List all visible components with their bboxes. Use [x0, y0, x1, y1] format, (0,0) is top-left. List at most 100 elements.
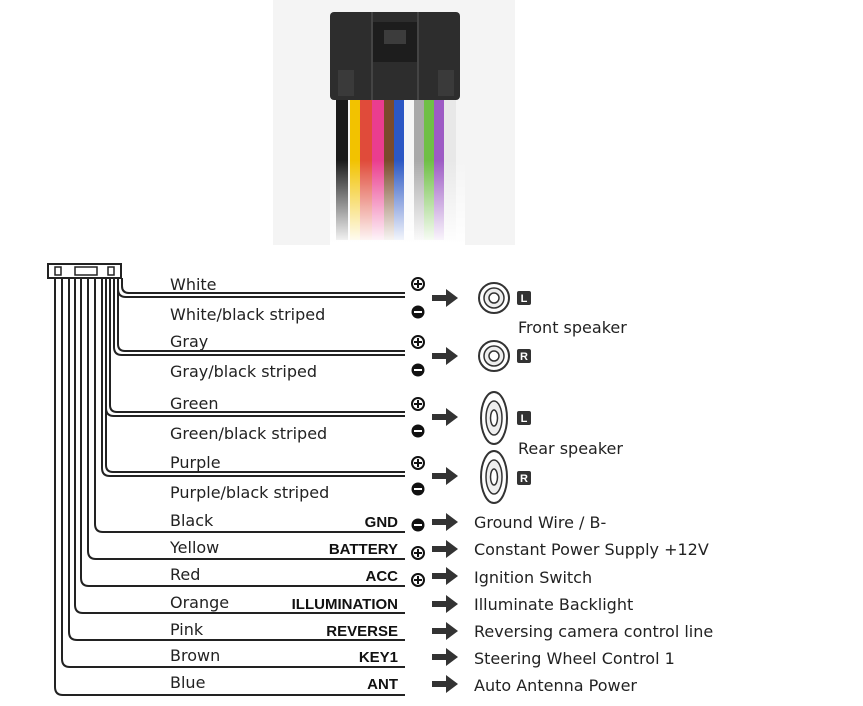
wire-line — [80, 278, 405, 587]
wire-label: White/black striped — [170, 305, 325, 324]
wire-code: KEY1 — [359, 649, 398, 666]
wire-line — [113, 278, 405, 356]
wire-lines — [54, 278, 405, 696]
plus-icon — [411, 573, 425, 587]
plus-icon — [411, 335, 425, 349]
wire-line — [68, 278, 405, 641]
plus-icon — [411, 546, 425, 560]
function-row-key1: Brown KEY1 Steering Wheel Control 1 — [170, 646, 675, 668]
speaker-badge-label: L — [521, 293, 528, 305]
speaker-badge — [517, 471, 531, 485]
plus-icon — [411, 277, 425, 291]
rear-speaker-label: Rear speaker — [518, 439, 623, 458]
function-row-reverse: Pink REVERSE Reversing camera control li… — [170, 620, 713, 641]
speaker-icon — [480, 450, 508, 504]
function-row-acc: Red ACC Ignition Switch — [170, 565, 592, 587]
wire-line — [87, 278, 405, 560]
speaker-badge — [517, 411, 531, 425]
wire-line — [109, 278, 405, 413]
arrow-right-icon — [432, 408, 458, 426]
wire-label: Purple/black striped — [170, 483, 329, 502]
wire-label: Pink — [170, 620, 204, 639]
wire-label: Purple — [170, 453, 221, 472]
connector-plug — [330, 12, 460, 100]
wire-label: Red — [170, 565, 200, 584]
minus-icon — [411, 518, 425, 532]
front-speaker-label: Front speaker — [518, 318, 627, 337]
wire-line — [101, 278, 405, 477]
wire-code: ACC — [366, 568, 399, 585]
speaker-arrows — [432, 289, 458, 485]
speaker-badge-label: R — [520, 351, 528, 363]
wire-code: REVERSE — [326, 623, 398, 640]
speaker-icon — [480, 391, 508, 445]
wire-code: ANT — [367, 676, 398, 693]
arrow-right-icon — [432, 289, 458, 307]
speaker-polarity-marks — [411, 277, 425, 496]
wire-line — [105, 278, 405, 417]
function-row-battery: Yellow BATTERY Constant Power Supply +12… — [169, 538, 709, 560]
wire-label: White — [170, 275, 217, 294]
speaker-wire-labels: White White/black striped Gray Gray/blac… — [170, 275, 329, 502]
rear-left-speaker: L — [480, 391, 531, 445]
wire-line — [105, 278, 405, 473]
arrow-right-icon — [432, 648, 458, 666]
wire-label: Green/black striped — [170, 424, 327, 443]
wire-line — [54, 278, 405, 696]
function-description: Reversing camera control line — [474, 622, 713, 641]
arrow-right-icon — [432, 513, 458, 531]
wire-line — [121, 278, 405, 294]
function-description: Illuminate Backlight — [474, 595, 633, 614]
speaker-badge-label: R — [520, 473, 528, 485]
speaker-badge — [517, 291, 531, 305]
function-row-ant: Blue ANT Auto Antenna Power — [170, 673, 637, 695]
function-wire-rows: Black GND Ground Wire / B- Yellow BATTER… — [169, 511, 713, 695]
wire-line — [94, 278, 405, 533]
wire-code: GND — [365, 514, 399, 531]
wire-label: Blue — [170, 673, 205, 692]
minus-icon — [411, 424, 425, 438]
function-description: Ignition Switch — [474, 568, 592, 587]
function-description: Constant Power Supply +12V — [474, 540, 709, 559]
wire-label: Gray/black striped — [170, 362, 317, 381]
speaker-badge — [517, 349, 531, 363]
arrow-right-icon — [432, 467, 458, 485]
speaker-badge-label: L — [521, 413, 528, 425]
rear-right-speaker: R — [480, 450, 531, 504]
connector-schematic — [47, 263, 122, 279]
arrow-right-icon — [432, 622, 458, 640]
wire-label: Orange — [170, 593, 229, 612]
connector-photo — [273, 0, 515, 245]
arrow-right-icon — [432, 347, 458, 365]
wire-line — [61, 278, 405, 668]
wire-line — [117, 278, 405, 298]
function-row-illumination: Orange ILLUMINATION Illuminate Backlight — [170, 593, 633, 614]
arrow-right-icon — [432, 675, 458, 693]
wire-line — [74, 278, 405, 614]
front-left-speaker: L — [478, 282, 531, 314]
plus-icon — [411, 397, 425, 411]
speaker-icon — [478, 282, 510, 314]
function-row-gnd: Black GND Ground Wire / B- — [170, 511, 606, 532]
function-description: Steering Wheel Control 1 — [474, 649, 675, 668]
wire-label: Green — [170, 394, 218, 413]
minus-icon — [411, 305, 425, 319]
minus-icon — [411, 363, 425, 377]
wire-bundle — [330, 95, 465, 245]
wire-label: Yellow — [169, 538, 219, 557]
speaker-icon — [478, 340, 510, 372]
arrow-right-icon — [432, 540, 458, 558]
wire-label: Black — [170, 511, 214, 530]
minus-icon — [411, 482, 425, 496]
wire-label: Brown — [170, 646, 220, 665]
wire-label: Gray — [170, 332, 208, 351]
wire-code: BATTERY — [329, 541, 398, 558]
arrow-right-icon — [432, 595, 458, 613]
function-description: Ground Wire / B- — [474, 513, 606, 532]
front-right-speaker: R — [478, 340, 531, 372]
wire-code: ILLUMINATION — [292, 596, 398, 613]
function-description: Auto Antenna Power — [474, 676, 637, 695]
arrow-right-icon — [432, 567, 458, 585]
wire-line — [117, 278, 405, 352]
